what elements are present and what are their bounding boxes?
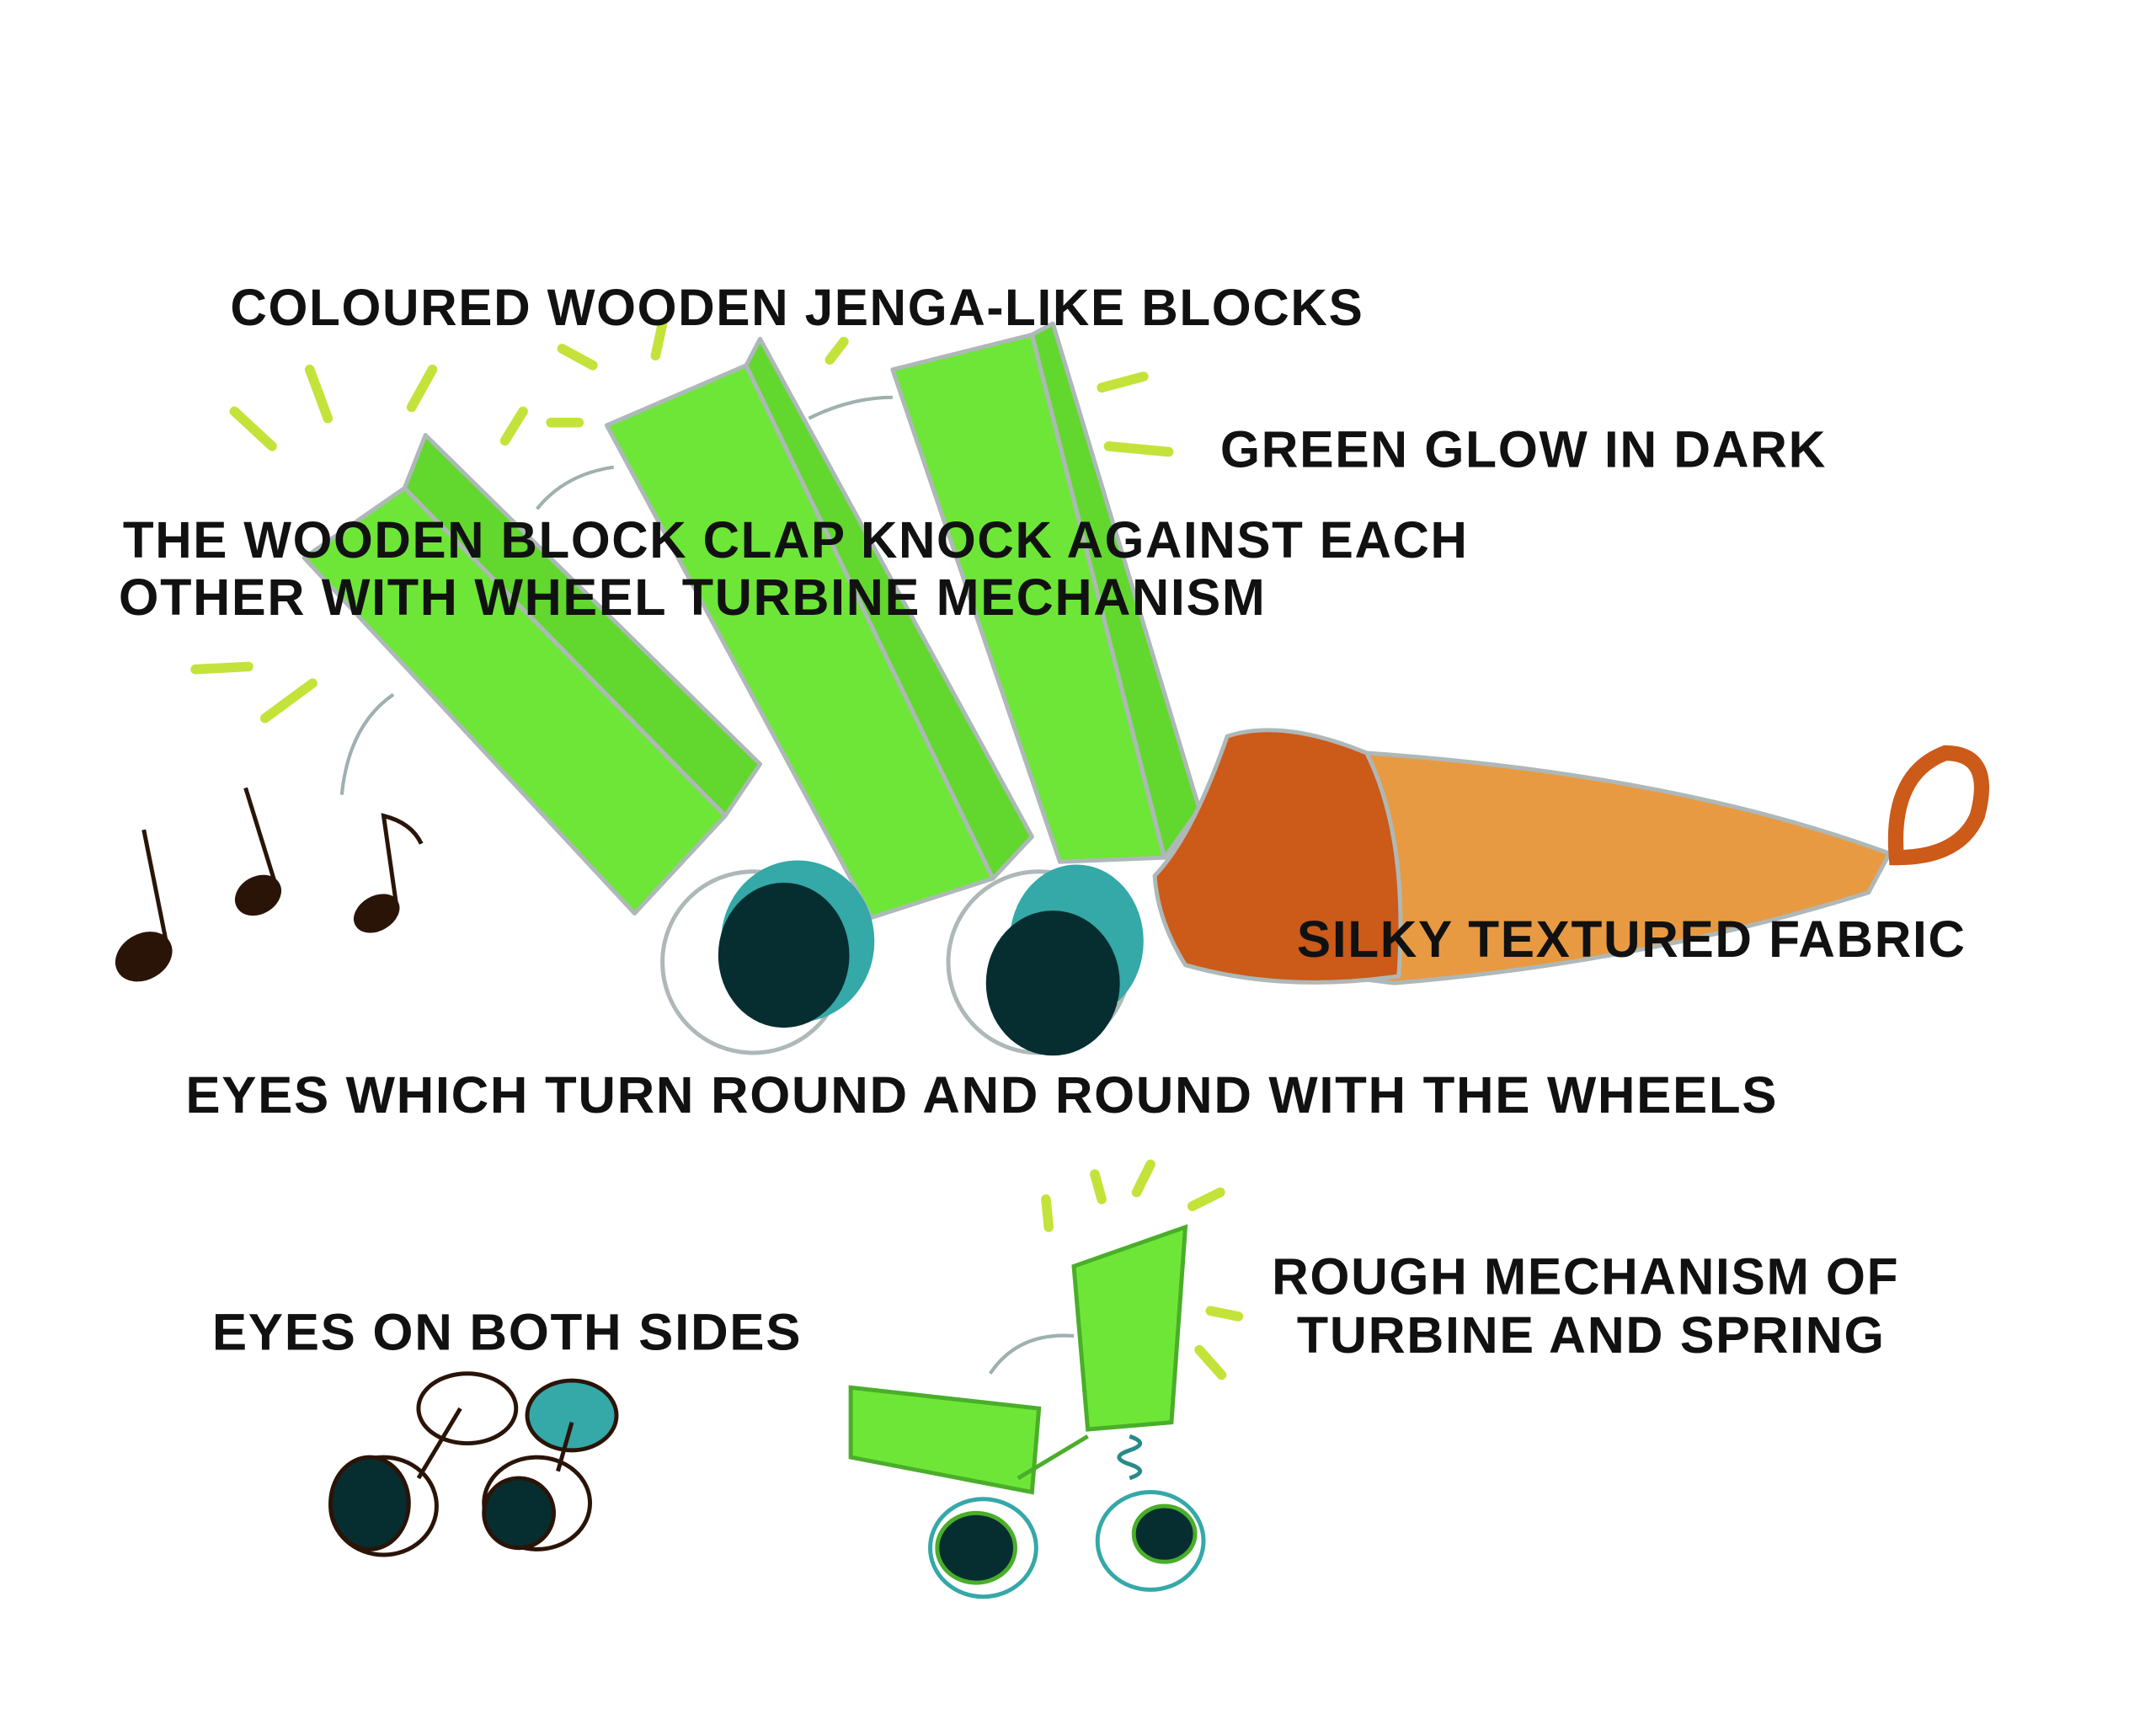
eye-wheel-1 <box>660 860 875 1055</box>
wooden-block-1 <box>302 433 763 916</box>
label-clap-line2: OTHER WITH WHEEL TURBINE MECHANISM <box>119 569 1267 626</box>
label-clap-line1: THE WOODEN BLOCK CLAP KNOCK AGAINST EACH <box>123 511 1469 569</box>
label-mechanism-line1: ROUGH MECHANISM OF <box>1272 1247 1899 1305</box>
label-fabric: SILKY TEXTURED FABRIC <box>1297 911 1967 968</box>
label-mechanism-line2: TURBINE AND SPRING <box>1297 1306 1886 1364</box>
fabric-tail <box>1152 728 1990 985</box>
label-eyes-wheels: EYES WHICH TURN ROUND AND ROUND WITH THE… <box>185 1066 1778 1124</box>
label-blocks: COLOURED WOODEN JENGA-LIKE BLOCKS <box>230 279 1364 336</box>
glow-marks <box>190 318 1244 1381</box>
music-notes-icon <box>115 787 424 982</box>
wooden-block-2 <box>604 336 1034 920</box>
eye-wheel-2 <box>946 864 1144 1056</box>
turbine-spring-sketch <box>848 1224 1206 1599</box>
motion-arrows <box>339 395 1075 1375</box>
label-glow: GREEN GLOW IN DARK <box>1220 421 1827 478</box>
label-eyes-sides: EYES ON BOTH SIDES <box>212 1304 802 1361</box>
eyes-both-sides-sketch <box>328 1371 619 1557</box>
